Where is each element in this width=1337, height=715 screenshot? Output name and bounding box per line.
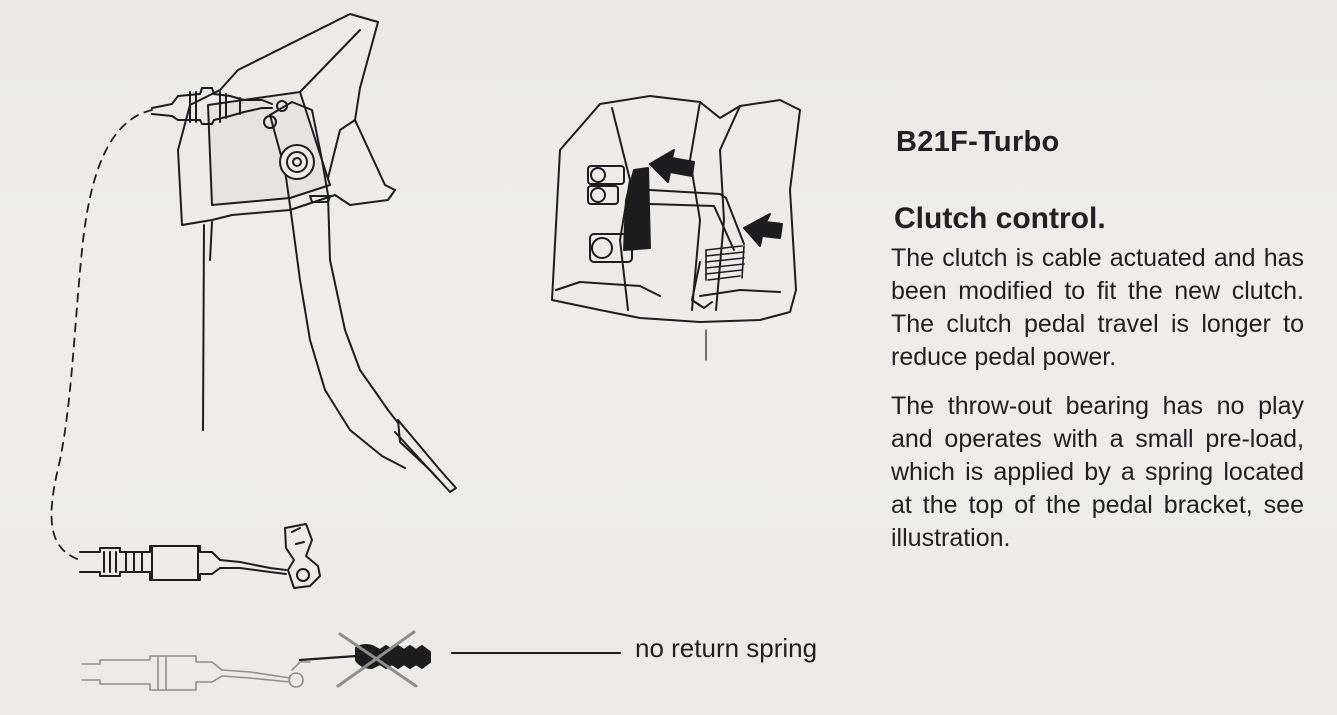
paragraph-clutch-cable: The clutch is cable actuated and has bee…	[891, 244, 1304, 371]
paragraph-throwout-bearing: The throw-out bearing has no play and op…	[891, 392, 1304, 552]
section-title: Clutch control.	[894, 202, 1106, 235]
detail-view-drawing	[551, 95, 801, 361]
cable-route-dashed	[50, 109, 153, 561]
pedal-bracket-drawing	[151, 13, 457, 493]
model-heading: B21F-Turbo	[896, 126, 1060, 158]
no-return-spring-label: no return spring	[635, 633, 818, 663]
old-cable-assembly	[81, 655, 311, 691]
crossed-out-mark	[336, 630, 418, 688]
return-spring-drawing	[298, 644, 431, 669]
clutch-cable-assembly	[79, 523, 321, 589]
